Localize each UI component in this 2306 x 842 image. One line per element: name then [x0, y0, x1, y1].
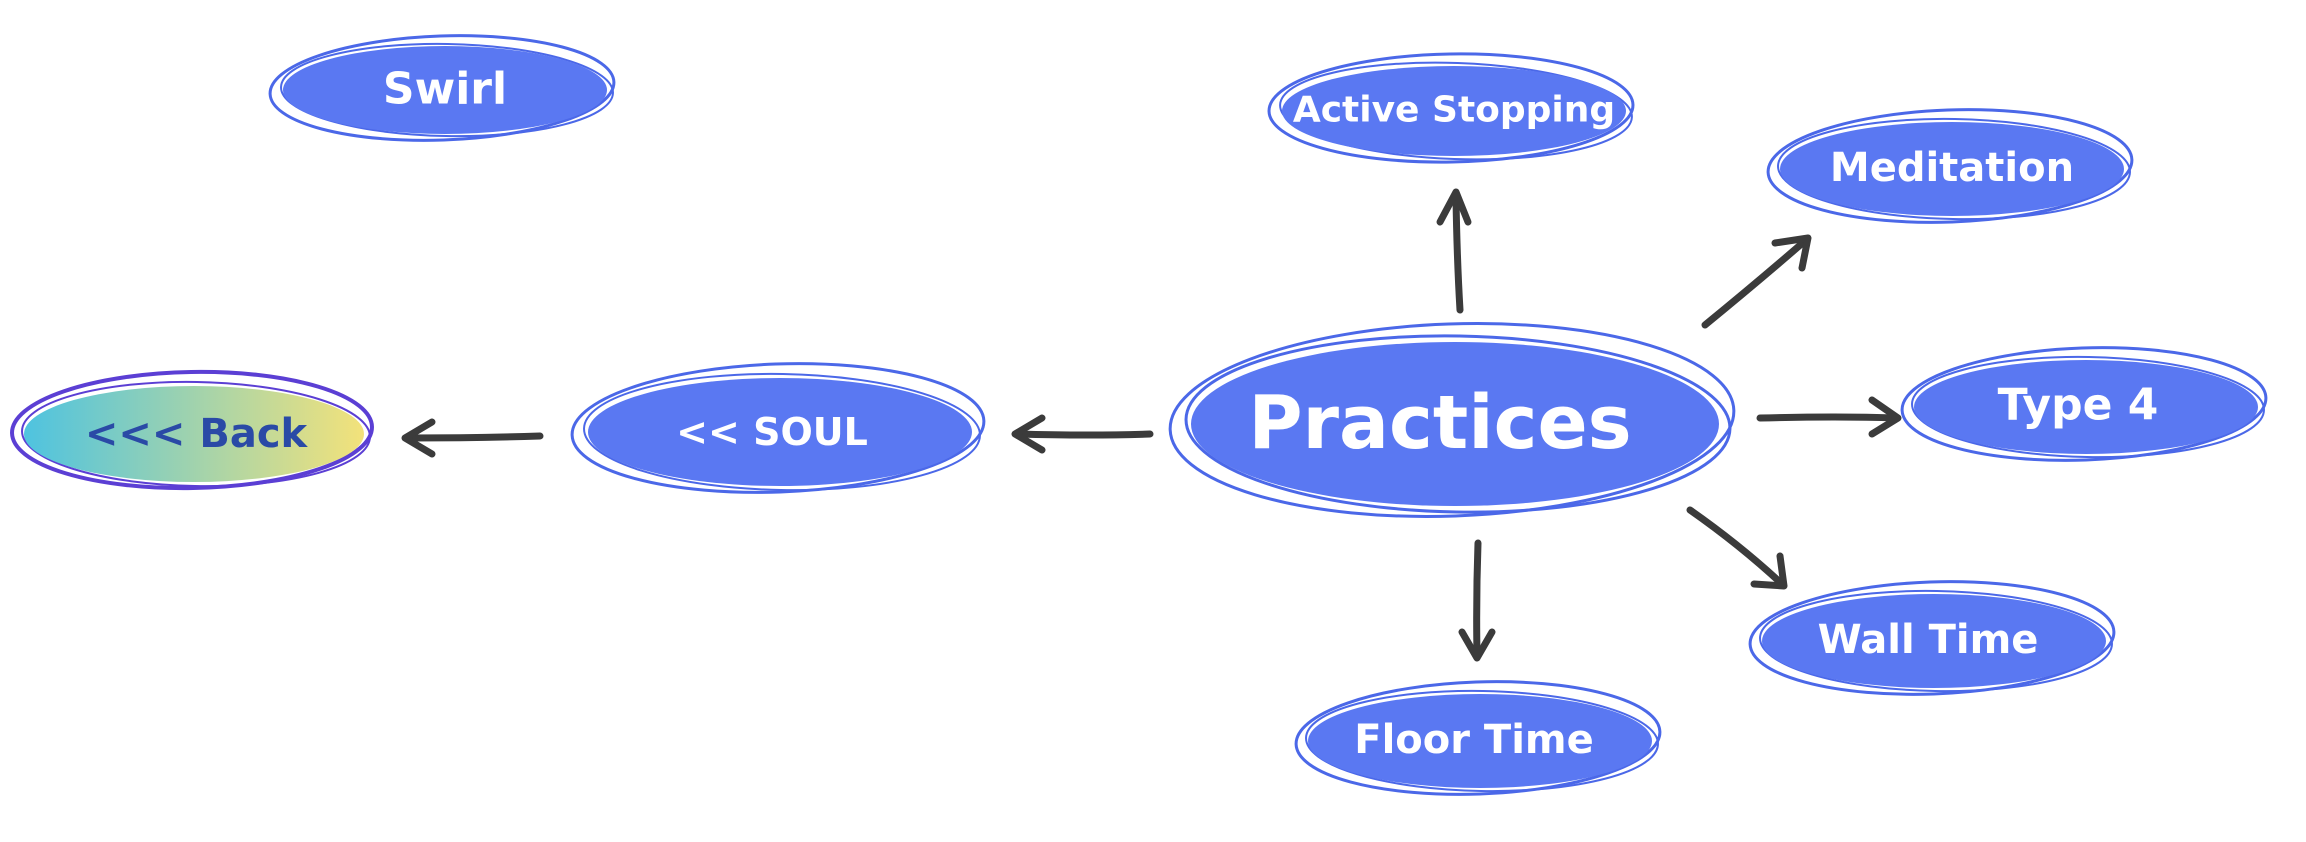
node-active-stopping[interactable]: Active Stopping: [1267, 51, 1635, 165]
node-wall-time-label: Wall Time: [1818, 617, 2039, 663]
back-button[interactable]: <<< Back: [10, 369, 374, 491]
node-active-stopping-label: Active Stopping: [1293, 90, 1615, 131]
arrow-to-type-4: [1756, 396, 1902, 438]
node-soul[interactable]: << SOUL: [570, 357, 986, 499]
node-meditation[interactable]: Meditation: [1766, 104, 2134, 229]
node-practices[interactable]: Practices: [1167, 314, 1737, 526]
arrow-to-floor-time: [1458, 539, 1496, 662]
node-type-4[interactable]: Type 4: [1900, 342, 2268, 467]
arrow-to-wall-time: [1686, 506, 1788, 590]
arrow-to-back: [401, 418, 544, 458]
node-soul-label: << SOUL: [676, 410, 868, 454]
node-wall-time[interactable]: Wall Time: [1748, 576, 2116, 701]
node-floor-time-label: Floor Time: [1354, 717, 1593, 763]
node-meditation-label: Meditation: [1830, 145, 2074, 191]
node-type-4-label: Type 4: [1998, 380, 2159, 431]
node-swirl-label: Swirl: [383, 64, 507, 115]
back-button-label: <<< Back: [85, 411, 309, 457]
arrow-to-meditation: [1701, 234, 1812, 329]
arrow-to-soul: [1011, 414, 1154, 454]
arrow-to-active-stopping: [1436, 188, 1472, 314]
node-floor-time[interactable]: Floor Time: [1294, 676, 1662, 801]
node-practices-label: Practices: [1248, 380, 1631, 466]
node-swirl[interactable]: Swirl: [268, 30, 616, 146]
